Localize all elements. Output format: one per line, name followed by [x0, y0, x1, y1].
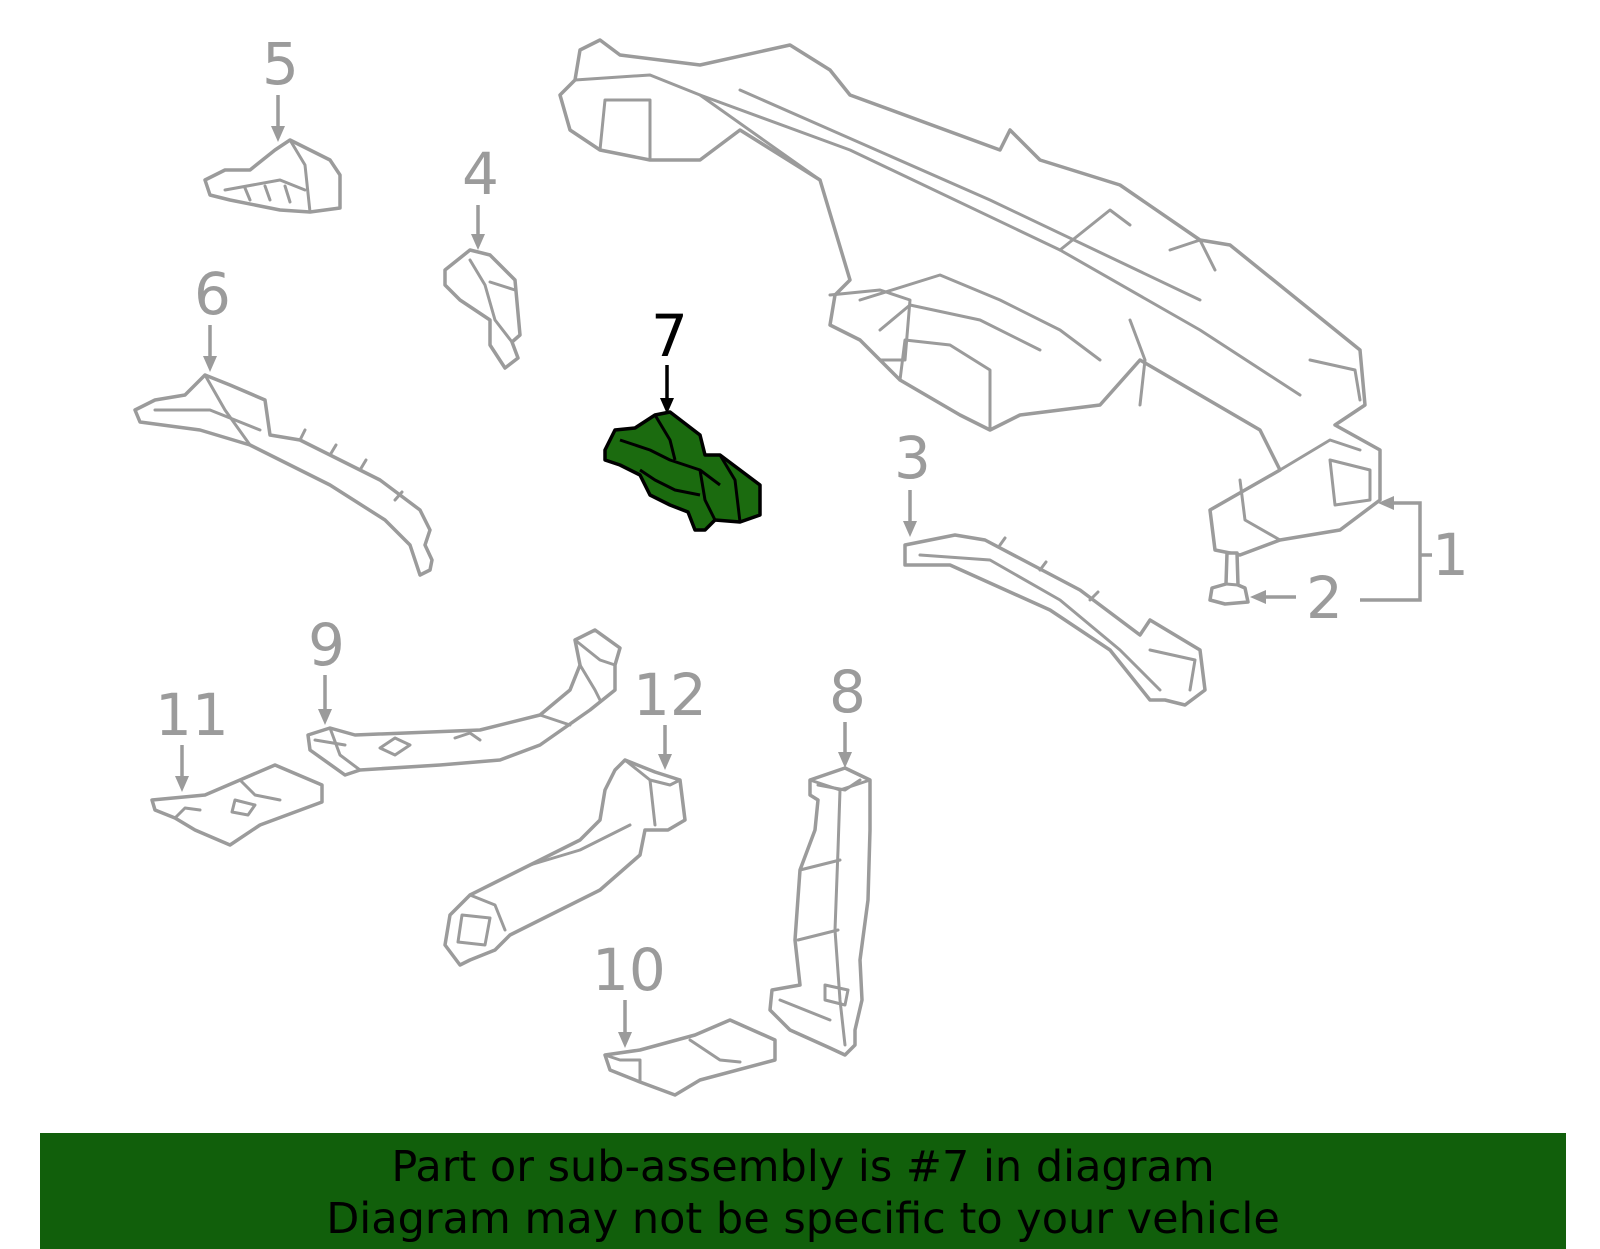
- part-8-vertical-duct: [768, 766, 872, 1057]
- callout-arrows: [175, 95, 1432, 1048]
- callout-10: 10: [592, 936, 666, 1004]
- callout-1: 1: [1432, 521, 1469, 589]
- callout-3: 3: [894, 424, 931, 492]
- part-7-highlighted-duct: [603, 410, 762, 532]
- part-2-clip: [1208, 551, 1250, 606]
- part-6-left-duct: [133, 373, 434, 577]
- callout-5: 5: [262, 30, 299, 98]
- info-banner: Part or sub-assembly is #7 in diagram Di…: [40, 1133, 1566, 1249]
- part-10-panel: [603, 1018, 777, 1097]
- banner-line-1: Part or sub-assembly is #7 in diagram: [391, 1142, 1215, 1192]
- callout-4: 4: [462, 140, 499, 208]
- callout-12: 12: [633, 661, 707, 729]
- part-11-panel: [150, 763, 324, 847]
- callout-labels: 5 4 6 7 3 1 2 9 11 12 8 10: [155, 30, 1469, 1004]
- callout-6: 6: [194, 260, 231, 328]
- part-9-long-duct: [306, 628, 622, 777]
- part-4-vent: [443, 248, 522, 370]
- part-3-duct-bar: [903, 533, 1207, 707]
- callout-7: 7: [651, 302, 688, 370]
- callout-8: 8: [829, 658, 866, 726]
- part-12-curved-duct: [443, 758, 687, 967]
- callout-2: 2: [1306, 564, 1343, 632]
- part-1-main-duct: [558, 38, 1382, 557]
- banner-line-2: Diagram may not be specific to your vehi…: [326, 1194, 1280, 1244]
- callout-9: 9: [308, 611, 345, 679]
- part-5-side-vent: [203, 138, 342, 214]
- callout-11: 11: [155, 681, 229, 749]
